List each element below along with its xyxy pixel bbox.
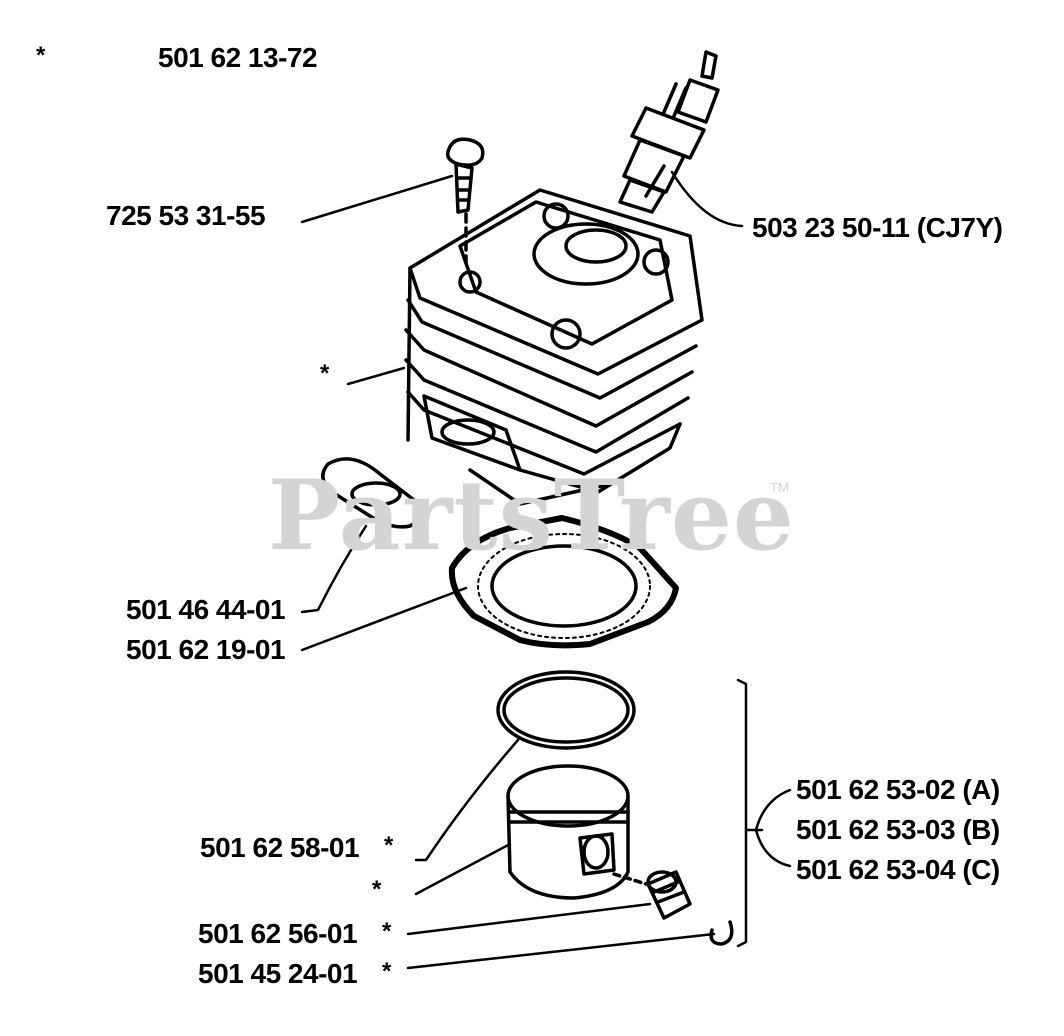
label-screw: 725 53 31-55 (106, 200, 266, 231)
piston-marker: * (372, 876, 382, 903)
circlip-marker: * (382, 958, 392, 985)
cylinder-drawing (404, 188, 704, 506)
piston-kit-bracket (736, 678, 748, 948)
piston-drawing (506, 764, 648, 900)
label-piston-kit-b: 501 62 53-03 (B) (796, 814, 1000, 845)
leader-piston (414, 842, 512, 896)
cylinder-gasket-drawing (448, 515, 679, 649)
exhaust-gasket-drawing (321, 457, 421, 529)
spark-plug-drawing (618, 50, 720, 214)
leader-spark-plug (670, 170, 744, 228)
label-spark-plug: 503 23 50-11 (CJ7Y) (752, 212, 1003, 243)
label-piston-kit-c: 501 62 53-04 (C) (796, 854, 1000, 885)
assembly-number: 501 62 13-72 (158, 42, 318, 73)
piston-ring-marker: * (384, 832, 394, 859)
leader-cylinder-gasket (300, 586, 468, 652)
label-piston-kit-a: 501 62 53-02 (A) (796, 774, 1000, 805)
assembly-marker: * (36, 42, 46, 69)
circlip-drawing (709, 920, 734, 946)
piston-pin-marker: * (382, 918, 392, 945)
label-exhaust-gasket: 501 46 44-01 (126, 594, 286, 625)
piston-ring-drawing (496, 670, 636, 750)
label-piston-pin: 501 62 56-01 (198, 918, 358, 949)
leader-screw (300, 174, 454, 224)
label-piston-ring: 501 62 58-01 (200, 832, 360, 863)
piston-pin-drawing (646, 870, 692, 920)
label-circlip: 501 45 24-01 (198, 958, 358, 989)
watermark-trademark: TM (770, 480, 789, 495)
leader-cylinder (346, 366, 406, 386)
screw-drawing (445, 137, 485, 264)
leader-piston-ring (414, 738, 520, 862)
leader-exhaust-gasket (300, 524, 368, 614)
watermark: PartsTree (268, 459, 795, 572)
cylinder-marker: * (320, 360, 330, 387)
bracket-branch-lines (744, 788, 792, 868)
leader-circlip (406, 932, 716, 970)
label-cylinder-gasket: 501 62 19-01 (126, 634, 286, 665)
leader-piston-pin (406, 902, 652, 936)
